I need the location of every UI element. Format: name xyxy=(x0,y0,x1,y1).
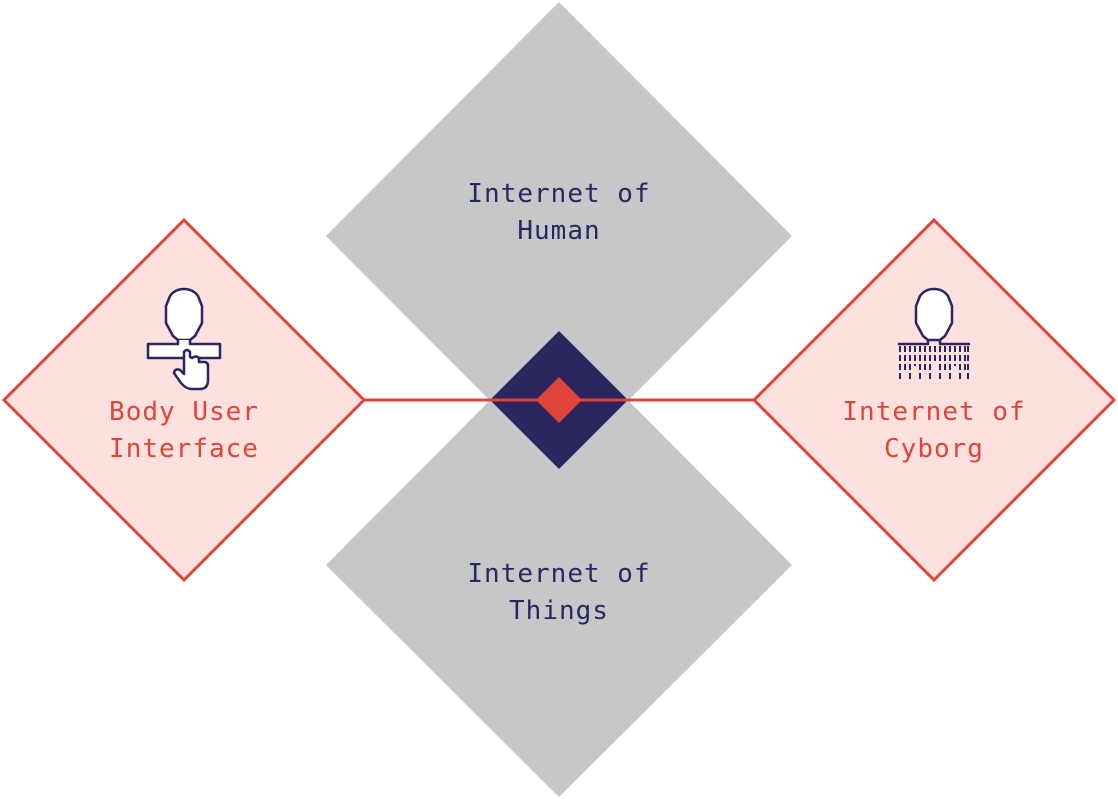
things-label-line1: Internet of xyxy=(467,559,650,589)
human-diamond xyxy=(326,2,792,470)
center-red-diamond xyxy=(536,377,582,423)
things-label-line2: Things xyxy=(509,596,609,626)
person-touch-icon xyxy=(146,287,222,391)
human-label-line2: Human xyxy=(517,216,600,246)
cyborg-diamond xyxy=(751,217,1117,583)
human-label-line1: Internet of xyxy=(467,179,650,209)
body-ui-label-line1: Body User xyxy=(109,397,259,427)
body-ui-label-line2: Interface xyxy=(109,434,259,464)
cyborg-person-icon xyxy=(898,287,970,380)
things-diamond xyxy=(326,331,792,797)
cyborg-label-line1: Internet of xyxy=(842,397,1025,427)
body-ui-diamond xyxy=(1,217,367,583)
cyborg-label-line2: Cyborg xyxy=(884,434,984,464)
